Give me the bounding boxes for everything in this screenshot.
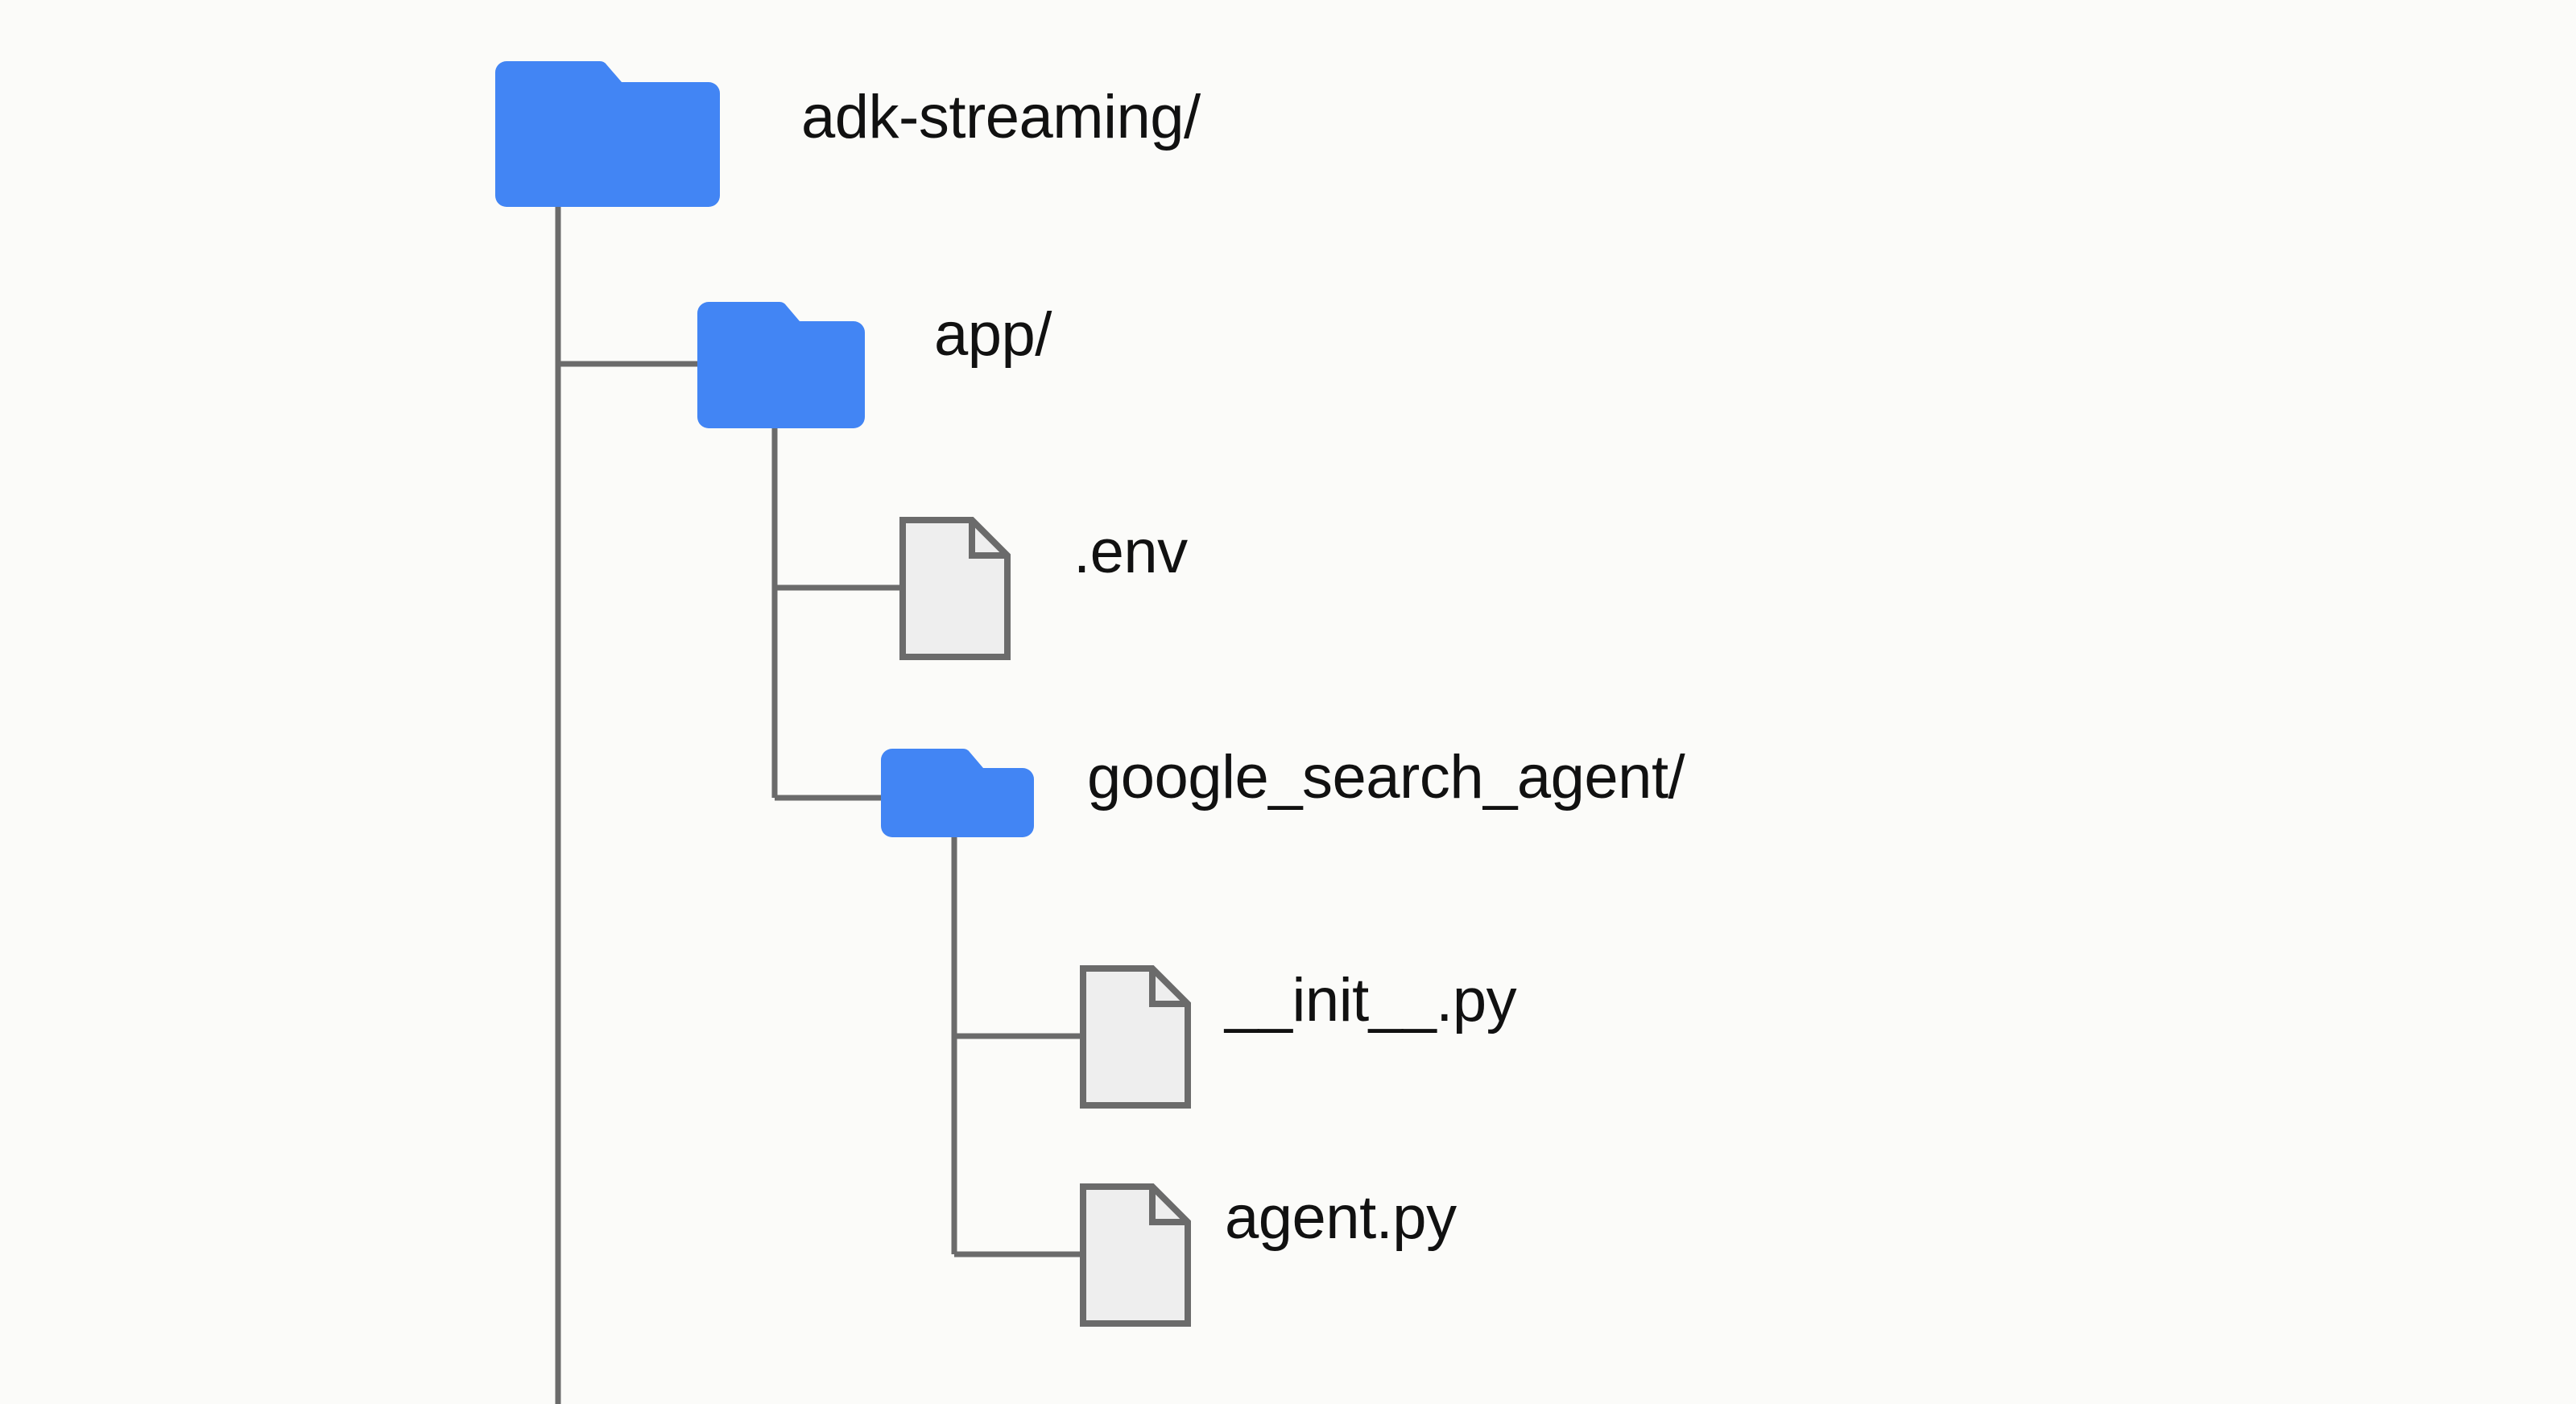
tree-node-label-adk-streaming: adk-streaming/: [801, 83, 1201, 151]
tree-node-label-agent-py: agent.py: [1225, 1183, 1457, 1252]
folder-icon[interactable]: [697, 302, 865, 428]
tree-node-label-app: app/: [934, 300, 1052, 369]
folder-icon[interactable]: [881, 749, 1034, 837]
tree-node-label-init-py: __init__.py: [1225, 966, 1517, 1034]
file-icon[interactable]: [1080, 965, 1191, 1109]
file-icon[interactable]: [1080, 1183, 1191, 1327]
tree-node-label-google-search-agent: google_search_agent/: [1087, 743, 1685, 811]
folder-icon[interactable]: [495, 61, 720, 207]
connectors: [555, 203, 1085, 1404]
file-icon[interactable]: [899, 517, 1011, 660]
tree-node-label-env: .env: [1073, 518, 1188, 586]
